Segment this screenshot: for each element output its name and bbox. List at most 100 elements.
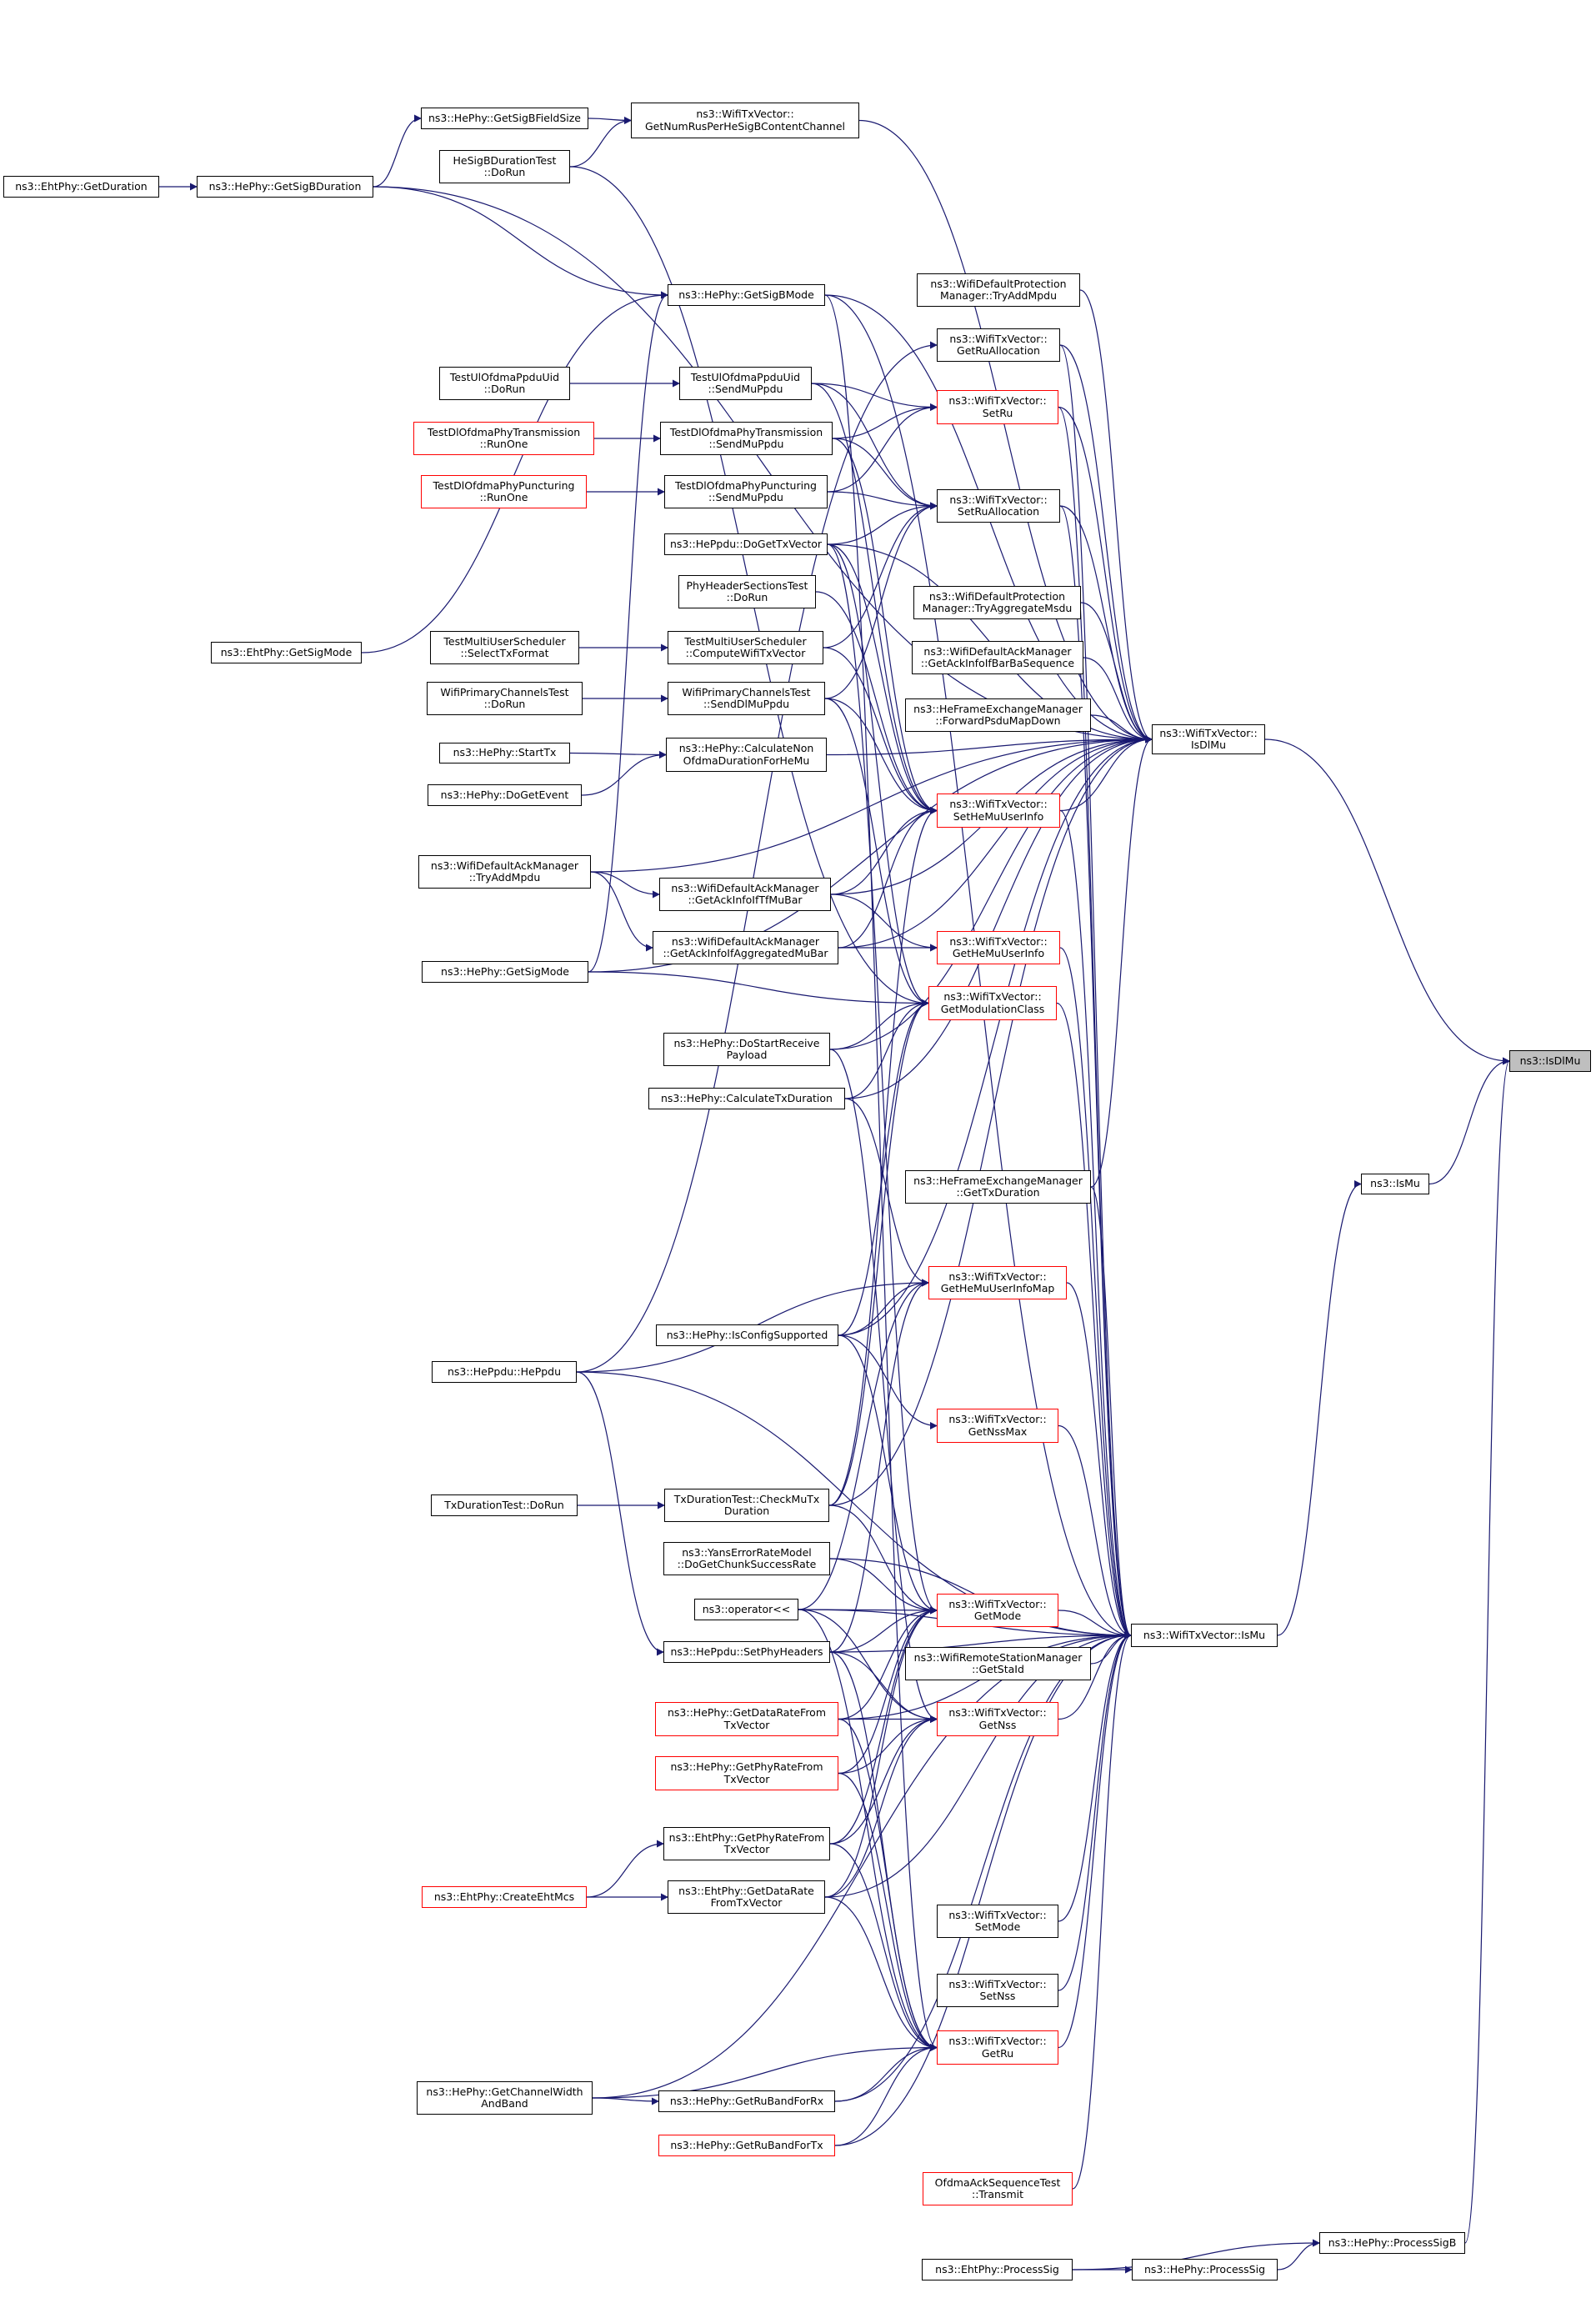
call-edge-hephy_isconfigsupported-to-wtv_getnssmax [838, 1334, 938, 1429]
graph-node-wtv-isdlmu[interactable]: ns3::WifiTxVector::IsDlMu [1152, 724, 1265, 754]
graph-node-wtv-setnss[interactable]: ns3::WifiTxVector::SetNss [937, 1974, 1058, 2007]
graph-node-wtv-getnssmax[interactable]: ns3::WifiTxVector::GetNssMax [937, 1409, 1058, 1443]
graph-node-label: GetHeMuUserInfo [952, 947, 1045, 959]
graph-node-hfem-forwardpsdumapdown[interactable]: ns3::HeFrameExchangeManager::ForwardPsdu… [905, 698, 1091, 732]
graph-node-hephy-calculatetxduration[interactable]: ns3::HePhy::CalculateTxDuration [648, 1088, 845, 1109]
call-edge-hephy_getsigmode-to-hephy_getsigbmode [588, 291, 668, 973]
graph-node-hephy-dogetevent[interactable]: ns3::HePhy::DoGetEvent [428, 784, 582, 806]
graph-node-hephy-getsigmode[interactable]: ns3::HePhy::GetSigMode [422, 961, 588, 983]
graph-node-phyheadersectionstest[interactable]: PhyHeaderSectionsTest::DoRun [678, 575, 816, 608]
graph-node-testmus-computewifitxvector[interactable]: TestMultiUserScheduler::ComputeWifiTxVec… [668, 631, 823, 664]
graph-node-wtv-setmode[interactable]: ns3::WifiTxVector::SetMode [937, 1905, 1058, 1938]
graph-node-wtv-ismu[interactable]: ns3::WifiTxVector::IsMu [1131, 1624, 1278, 1647]
graph-node-hephy-getsigbmode[interactable]: ns3::HePhy::GetSigBMode [668, 284, 825, 306]
graph-node-wtv-setru[interactable]: ns3::WifiTxVector::SetRu [937, 390, 1058, 424]
graph-node-label: ns3::WifiDefaultAckManager [430, 859, 579, 872]
graph-node-label: Duration [723, 1504, 770, 1517]
graph-node-ehtphy-getsigmode[interactable]: ns3::EhtPhy::GetSigMode [211, 642, 362, 663]
call-edge-hfem_forwardpsdumapdown-to-wtv_isdlmu [1090, 714, 1153, 743]
call-edge-wrsm_getstaid-to-wtv_ismu [1090, 1631, 1132, 1665]
graph-node-wdam-tryaddmpdu[interactable]: ns3::WifiDefaultAckManager::TryAddMpdu [418, 855, 591, 889]
graph-node-label: ns3::HePpdu::DoGetTxVector [669, 537, 823, 550]
graph-node-hfem-gettxduration[interactable]: ns3::HeFrameExchangeManager::GetTxDurati… [905, 1170, 1091, 1204]
graph-node-hephy-getsigbfieldsize[interactable]: ns3::HePhy::GetSigBFieldSize [421, 108, 588, 129]
graph-node-testdlpunct-runone[interactable]: TestDlOfdmaPhyPuncturing::RunOne [421, 475, 587, 508]
graph-node-hephy-getrubandforrx[interactable]: ns3::HePhy::GetRuBandForRx [658, 2090, 835, 2112]
graph-node-label: ns3::WifiDefaultProtection [930, 277, 1067, 290]
graph-node-hephy-starttx[interactable]: ns3::HePhy::StartTx [439, 743, 570, 763]
call-edge-testmus_computewifitxvector-to-wtv_setruallocation [823, 502, 938, 648]
graph-node-label: OfdmaAckSequenceTest [934, 2175, 1061, 2189]
graph-node-txdurationtest-dorun[interactable]: TxDurationTest::DoRun [431, 1494, 578, 1516]
graph-node-ofdmaack-transmit[interactable]: OfdmaAckSequenceTest::Transmit [923, 2172, 1073, 2205]
graph-node-heppdu-dogettxvector[interactable]: ns3::HePpdu::DoGetTxVector [664, 533, 828, 555]
graph-node-wtv-gethemuuserinfo[interactable]: ns3::WifiTxVector::GetHeMuUserInfo [937, 931, 1060, 964]
graph-node-label: TxDurationTest::DoRun [444, 1498, 564, 1511]
call-edge-wdam_tryaddmpdu-to-wdam_getackinfoiftfmubar [590, 871, 660, 899]
graph-node-wdam-getackinfoifaggmubar[interactable]: ns3::WifiDefaultAckManager::GetAckInfoIf… [653, 931, 838, 964]
graph-node-ehtphy-getduration[interactable]: ns3::EhtPhy::GetDuration [3, 176, 159, 198]
graph-node-wtv-getnumrus[interactable]: ns3::WifiTxVector::GetNumRusPerHeSigBCon… [631, 103, 859, 138]
graph-node-label: TestMultiUserScheduler [684, 634, 807, 648]
graph-node-testdltx-sendmuppdu[interactable]: TestDlOfdmaPhyTransmission::SendMuPpdu [660, 422, 833, 455]
graph-node-ismu[interactable]: ns3::IsMu [1361, 1174, 1429, 1194]
graph-node-yans-dogetchunk[interactable]: ns3::YansErrorRateModel::DoGetChunkSucce… [663, 1542, 830, 1575]
graph-node-hesigbdurationtest[interactable]: HeSigBDurationTest::DoRun [439, 150, 570, 183]
graph-node-label: TxVector [723, 1843, 770, 1855]
call-edge-hephy_getsigmode-to-wtv_getmodulationclass [588, 971, 929, 1007]
graph-node-heppdu-setphyheaders[interactable]: ns3::HePpdu::SetPhyHeaders [663, 1641, 830, 1663]
graph-node-wtv-sethemuuserinfo[interactable]: ns3::WifiTxVector::SetHeMuUserInfo [937, 794, 1060, 828]
graph-node-hephy-getrubandfortx[interactable]: ns3::HePhy::GetRuBandForTx [658, 2135, 835, 2156]
graph-node-label: ns3::HePhy::GetChannelWidth [426, 2085, 583, 2098]
graph-node-wtv-gethemuuserinfomap[interactable]: ns3::WifiTxVector::GetHeMuUserInfoMap [928, 1266, 1067, 1299]
graph-node-label: GetNssMax [968, 1424, 1028, 1438]
graph-node-label: ::DoRun [483, 698, 526, 710]
graph-node-wtv-getmode[interactable]: ns3::WifiTxVector::GetMode [937, 1594, 1058, 1627]
call-edge-wtv_ismu-to-ismu [1277, 1180, 1362, 1636]
graph-node-label: ns3::WifiDefaultAckManager [671, 934, 820, 948]
graph-node-wpct-senddlmuppdu[interactable]: WifiPrimaryChannelsTest::SendDlMuPpdu [668, 682, 825, 715]
graph-node-wtv-getru[interactable]: ns3::WifiTxVector::GetRu [937, 2030, 1058, 2065]
graph-node-wtv-getruallocation[interactable]: ns3::WifiTxVector::GetRuAllocation [937, 328, 1060, 362]
graph-node-label: ns3::WifiDefaultProtection [928, 589, 1066, 603]
graph-node-label: ns3::HePpdu::HePpdu [447, 1364, 562, 1378]
call-edge-testdlpunct_sendmuppdu-to-wtv_setru [827, 403, 938, 493]
graph-node-wdam-getackinfoifbarba[interactable]: ns3::WifiDefaultAckManager::GetAckInfoIf… [912, 641, 1083, 674]
graph-node-ns3-operator[interactable]: ns3::operator<< [694, 1599, 798, 1620]
graph-node-wtv-setruallocation[interactable]: ns3::WifiTxVector::SetRuAllocation [937, 489, 1060, 523]
graph-node-wrsm-getstaid[interactable]: ns3::WifiRemoteStationManager::GetStaId [905, 1647, 1091, 1680]
graph-node-hephy-isconfigsupported[interactable]: ns3::HePhy::IsConfigSupported [656, 1324, 838, 1346]
graph-node-testul-dorun[interactable]: TestUlOfdmaPpduUid::DoRun [439, 367, 570, 400]
graph-node-testdltx-runone[interactable]: TestDlOfdmaPhyTransmission::RunOne [413, 422, 594, 455]
graph-node-label: HeSigBDurationTest [453, 153, 557, 167]
graph-node-hephy-processsigb[interactable]: ns3::HePhy::ProcessSigB [1319, 2232, 1465, 2254]
graph-node-testdlpunct-sendmuppdu[interactable]: TestDlOfdmaPhyPuncturing::SendMuPpdu [664, 475, 828, 508]
graph-node-ehtphy-createehtmcs[interactable]: ns3::EhtPhy::CreateEhtMcs [422, 1886, 587, 1908]
graph-node-heppdu-heppdu[interactable]: ns3::HePpdu::HePpdu [432, 1361, 577, 1383]
graph-node-isdlmu[interactable]: ns3::IsDlMu [1509, 1050, 1591, 1072]
graph-node-label: ns3::HePhy::GetPhyRateFrom [670, 1760, 823, 1773]
graph-node-wtv-getnss[interactable]: ns3::WifiTxVector::GetNss [937, 1702, 1058, 1736]
graph-node-label: ns3::WifiTxVector:: [949, 332, 1048, 345]
graph-node-testul-sendmuppdu[interactable]: TestUlOfdmaPpduUid::SendMuPpdu [679, 367, 812, 400]
graph-node-hephy-processsig[interactable]: ns3::HePhy::ProcessSig [1132, 2259, 1278, 2280]
call-edge-hephy_calcnonofdma-to-wtv_isdlmu [826, 735, 1153, 756]
graph-node-wtv-getmodulationclass[interactable]: ns3::WifiTxVector::GetModulationClass [928, 986, 1057, 1020]
graph-node-label: ns3::WifiTxVector:: [948, 1908, 1047, 1921]
graph-node-wdam-getackinfoiftfmubar[interactable]: ns3::WifiDefaultAckManager::GetAckInfoIf… [659, 878, 831, 911]
call-edge-hephy_getphyrate-to-wtv_getru [838, 1772, 938, 2051]
graph-node-wpct-dorun[interactable]: WifiPrimaryChannelsTest::DoRun [427, 682, 583, 715]
graph-node-hephy-getsigbduration[interactable]: ns3::HePhy::GetSigBDuration [197, 176, 373, 198]
graph-node-ehtphy-processsig[interactable]: ns3::EhtPhy::ProcessSig [922, 2259, 1073, 2280]
graph-node-testmus-selecttxformat[interactable]: TestMultiUserScheduler::SelectTxFormat [430, 631, 579, 664]
